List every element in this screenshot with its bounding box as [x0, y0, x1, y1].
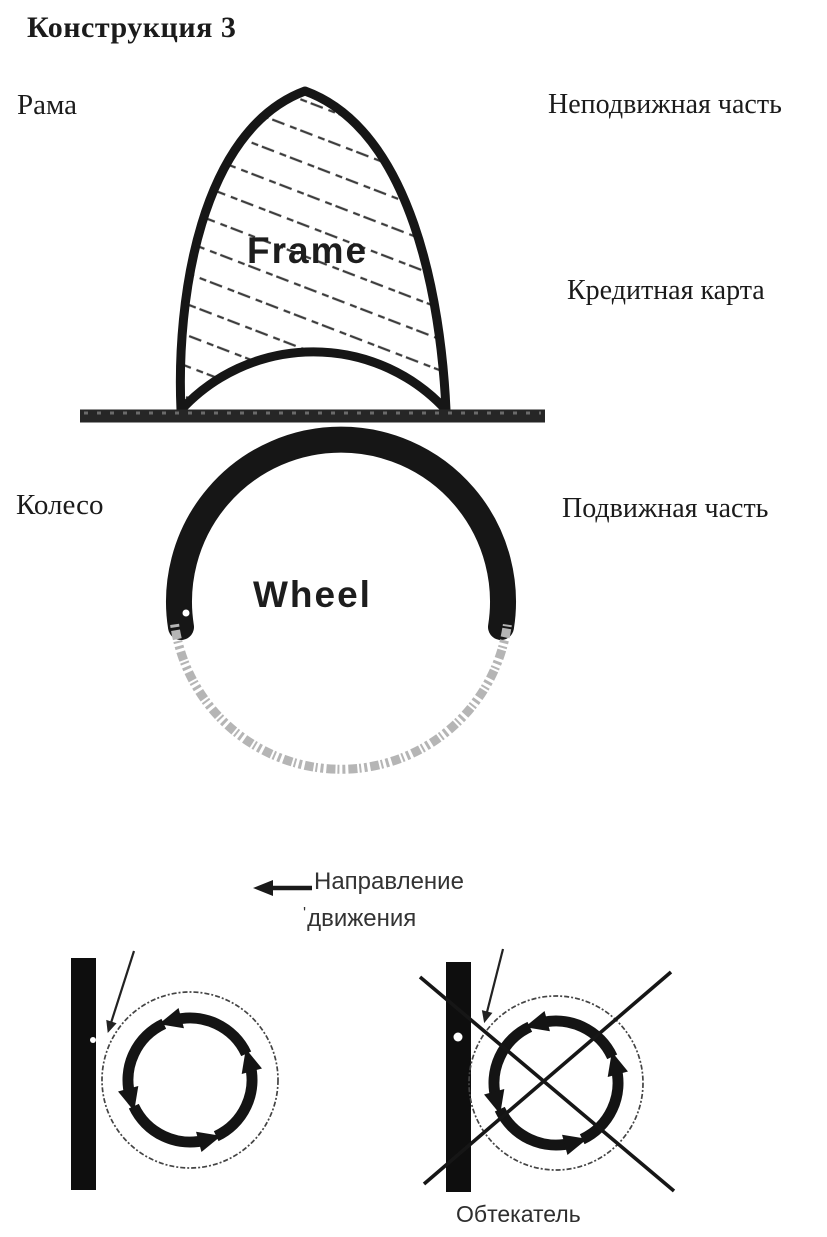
fairing-bar-left	[71, 958, 96, 1190]
label-frame-ru: Рама	[17, 89, 78, 121]
tick-mark: '	[303, 905, 307, 922]
label-credit-card: Кредитная карта	[567, 275, 765, 306]
label-wheel-ru: Колесо	[16, 489, 104, 521]
contact-dot-left	[90, 1037, 96, 1043]
contact-dot-right	[453, 1032, 463, 1042]
wheel-outline-right	[468, 995, 644, 1171]
leader-arrow-left	[106, 950, 136, 1034]
frame-shape	[175, 86, 451, 415]
label-wheel-en: Wheel	[253, 574, 372, 615]
left-arrow-icon	[253, 880, 312, 896]
label-direction-line2: 'движения	[303, 905, 417, 932]
page-title: Конструкция 3	[27, 11, 237, 44]
label-fairing: Обтекатель	[456, 1201, 581, 1227]
wheel-end-dot	[182, 609, 190, 617]
label-moving-part: Подвижная часть	[562, 493, 769, 524]
leader-arrow-right	[481, 948, 505, 1024]
wheel-upper-arc	[166, 426, 516, 640]
fairing-bar-right	[446, 962, 471, 1192]
wheel-outline-left	[101, 991, 279, 1169]
rotation-arrows-left	[128, 1018, 252, 1142]
label-frame-en: Frame	[247, 230, 369, 271]
label-direction-line1: Направление	[314, 868, 464, 895]
cross-out-icon	[418, 970, 676, 1193]
direction-line2-text: движения	[307, 905, 417, 932]
label-fixed-part: Неподвижная часть	[548, 89, 782, 120]
wheel-lower-arc	[170, 623, 512, 774]
